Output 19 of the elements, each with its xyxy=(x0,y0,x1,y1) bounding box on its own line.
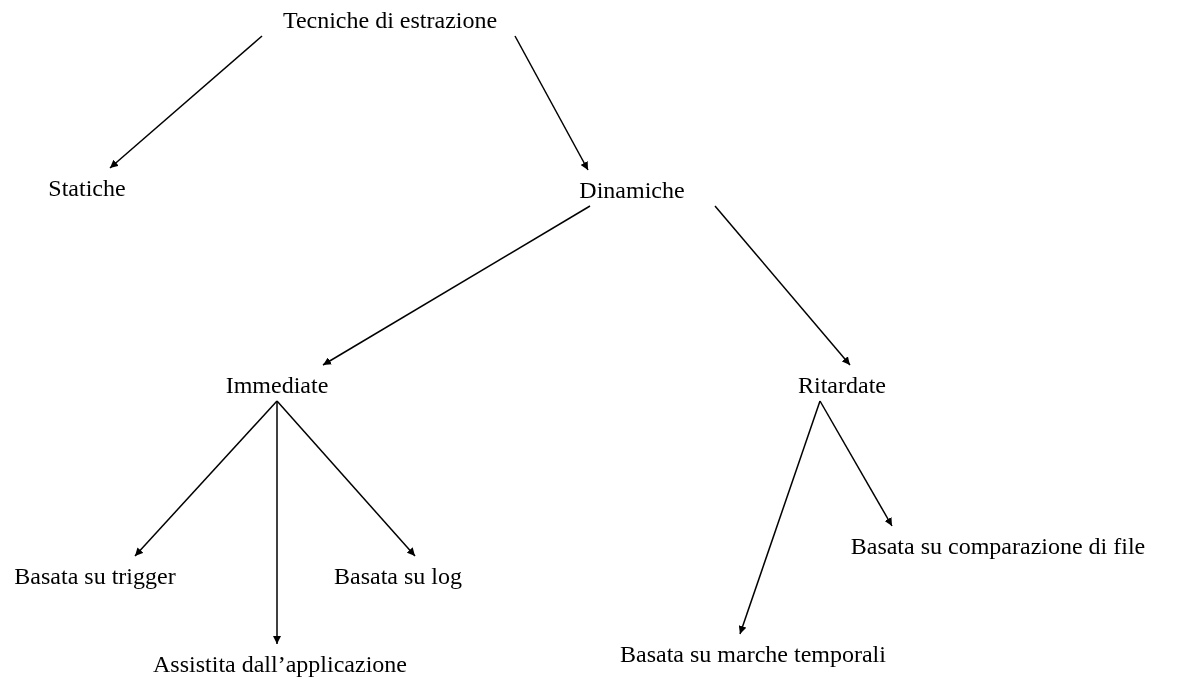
category-label: Tecniche di estrazione xyxy=(282,6,498,34)
category-label: Dinamiche xyxy=(579,176,685,204)
category-label: Ritardate xyxy=(798,371,886,399)
arrow xyxy=(819,400,893,527)
arrow xyxy=(109,35,263,169)
category-label: Basata su log xyxy=(334,562,462,590)
arrow xyxy=(514,35,589,171)
category-label: Statiche xyxy=(48,174,126,202)
arrow xyxy=(273,400,281,645)
category-label: Basata su marche temporali xyxy=(620,640,886,668)
category-label: Immediate xyxy=(225,371,329,399)
arrow xyxy=(134,400,278,557)
category-label: Assistita dall’applicazione xyxy=(153,650,407,678)
arrow xyxy=(714,205,851,366)
category-label: Basata su trigger xyxy=(14,562,176,590)
arrow xyxy=(322,205,591,366)
arrow xyxy=(738,400,821,635)
arrow xyxy=(276,400,416,557)
category-label: Basata su comparazione di file xyxy=(850,532,1146,560)
